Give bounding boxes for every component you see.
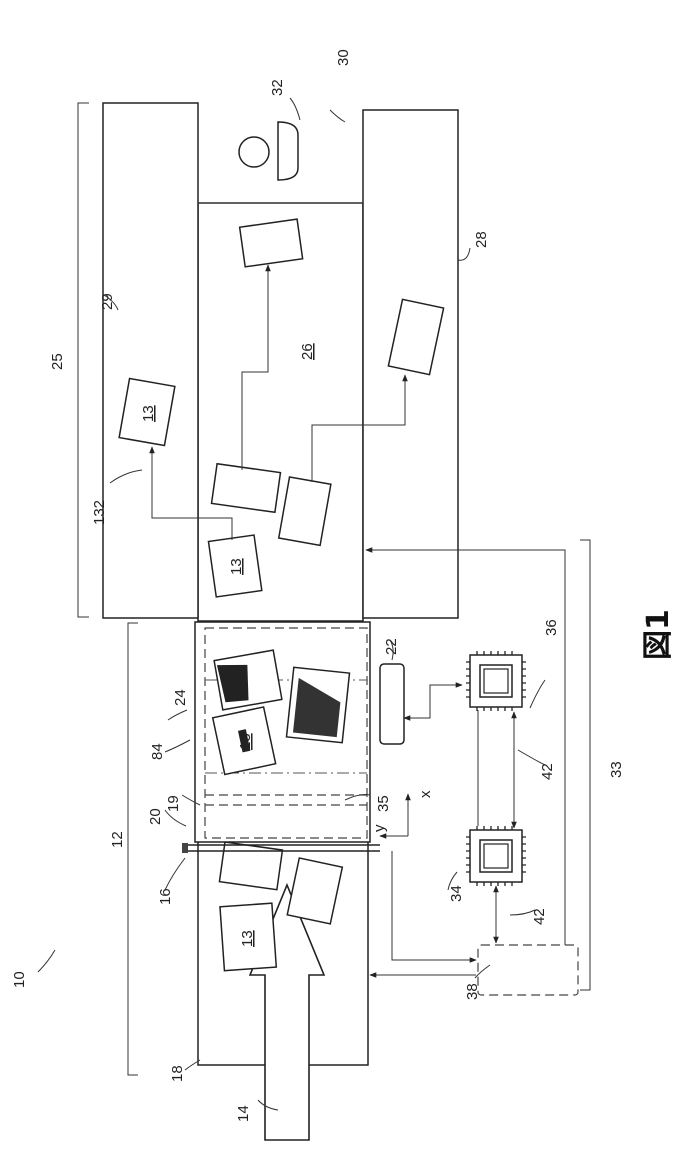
bracket-12 xyxy=(128,623,138,1075)
label-13-chute: 13 xyxy=(140,405,157,422)
processor-34 xyxy=(470,830,522,882)
label-42-lower: 42 xyxy=(531,908,548,925)
chute-29 xyxy=(103,103,198,618)
item-imaged-b xyxy=(286,667,349,742)
label-34: 34 xyxy=(448,885,465,902)
label-29: 29 xyxy=(99,293,116,310)
label-13-imaged: 13 xyxy=(237,733,254,750)
label-18: 18 xyxy=(169,1065,186,1082)
label-13-infeed: 13 xyxy=(239,930,256,947)
link-36-22 xyxy=(404,685,462,718)
label-132: 132 xyxy=(91,500,108,525)
label-19: 19 xyxy=(165,795,182,812)
label-33: 33 xyxy=(608,761,625,778)
item-on-sorter-1 xyxy=(212,464,281,513)
label-28: 28 xyxy=(473,231,490,248)
label-30: 30 xyxy=(335,49,352,66)
label-42-upper: 42 xyxy=(539,763,556,780)
label-25: 25 xyxy=(49,353,66,370)
label-35: 35 xyxy=(375,795,392,812)
controller-38 xyxy=(478,945,578,995)
label-22: 22 xyxy=(383,638,400,655)
label-13-sorter: 13 xyxy=(228,558,245,575)
processor-36 xyxy=(470,655,522,707)
label-24: 24 xyxy=(172,689,189,706)
label-36: 36 xyxy=(543,619,560,636)
label-16: 16 xyxy=(157,888,174,905)
sorted-item-top xyxy=(240,219,303,267)
label-20: 20 xyxy=(147,808,164,825)
bracket-25 xyxy=(78,103,89,617)
label-38: 38 xyxy=(464,983,481,1000)
bracket-33 xyxy=(580,540,590,990)
axis-label-y: y xyxy=(371,824,388,832)
figure-caption: 図1 xyxy=(641,609,676,660)
link-rail-38 xyxy=(392,851,476,960)
label-12: 12 xyxy=(109,831,126,848)
item-infeed-a xyxy=(219,842,282,890)
light-source-22 xyxy=(380,664,404,744)
label-32: 32 xyxy=(269,79,286,96)
axis-label-x: x xyxy=(417,790,434,798)
label-84: 84 xyxy=(149,743,166,760)
label-26: 26 xyxy=(299,343,316,360)
label-10: 10 xyxy=(11,971,28,988)
label-14: 14 xyxy=(235,1105,252,1122)
item-imaged-a xyxy=(214,650,282,710)
operator-32 xyxy=(239,122,298,180)
